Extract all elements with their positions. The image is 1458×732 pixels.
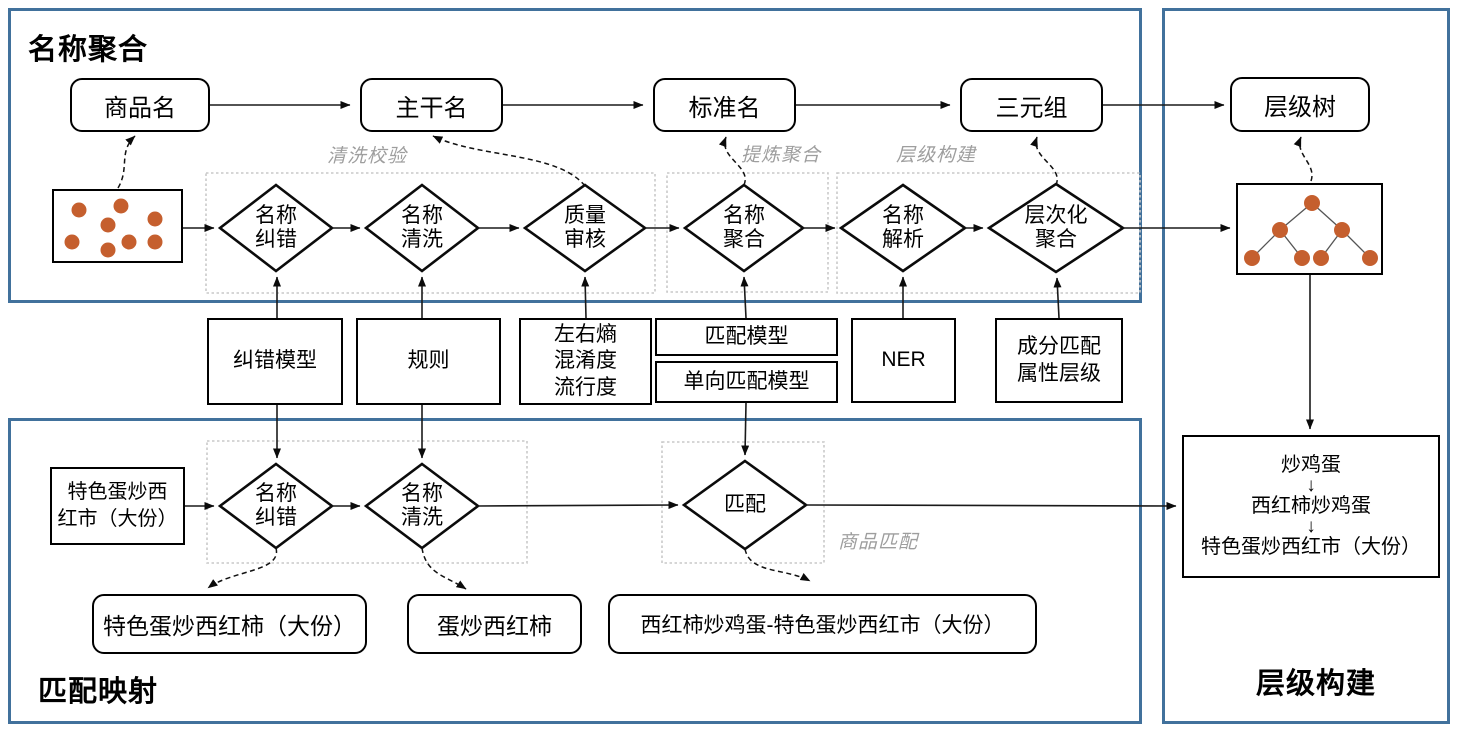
- diamond-name-clean-2-label: 名称 清洗: [401, 481, 443, 529]
- box-entropy-metrics: 左右熵 混淆度 流行度: [519, 318, 652, 405]
- diamond-hierarchical-aggregate: [986, 182, 1126, 274]
- box-rules: 规则: [356, 318, 501, 405]
- tree-graphic: [1244, 195, 1378, 266]
- dashed-arrows: [117, 135, 1313, 590]
- box-correction-model: 纠错模型: [207, 318, 343, 405]
- box-component-match: 成分匹配 属性层级: [995, 318, 1123, 403]
- diamond-quality-review-label: 质量 审核: [564, 203, 606, 251]
- group-outlines: [205, 172, 1141, 564]
- diamond-name-correct-2-label: 名称 纠错: [255, 481, 297, 529]
- title-name-aggregation: 名称聚合: [28, 34, 149, 66]
- node-output-matched: 西红柿炒鸡蛋-特色蛋炒西红市（大份）: [608, 594, 1037, 654]
- node-standard-name: 标准名: [653, 78, 796, 132]
- diamond-name-correct: [217, 183, 335, 273]
- title-hierarchy-build: 层级构建: [1256, 668, 1377, 700]
- box-ner: NER: [851, 318, 956, 403]
- node-triple: 三元组: [960, 78, 1103, 132]
- hierarchy-level-2: 西红柿炒鸡蛋: [1251, 495, 1371, 517]
- diamond-name-parse-label: 名称 解析: [882, 203, 924, 251]
- box-raw-names: [52, 189, 183, 263]
- diamond-name-aggregate-label: 名称 聚合: [723, 203, 765, 251]
- diamond-name-correct-label: 名称 纠错: [255, 203, 297, 251]
- node-input-name: 特色蛋炒西 红市（大份）: [50, 467, 185, 545]
- label-clean-verify: 清洗校验: [327, 146, 408, 167]
- diamond-match-label: 匹配: [724, 492, 766, 516]
- diamond-shapes: [217, 182, 1126, 551]
- node-product-name: 商品名: [70, 78, 210, 132]
- diamond-name-aggregate: [682, 183, 806, 273]
- node-hierarchy-tree: 层级树: [1230, 77, 1370, 132]
- label-hierarchy-build-group: 层级构建: [896, 145, 977, 166]
- solid-arrows: [183, 101, 1314, 510]
- hierarchy-level-1: 炒鸡蛋: [1281, 453, 1341, 476]
- down-arrow-icon: ↓: [1306, 474, 1316, 496]
- down-arrow-icon: ↓: [1306, 516, 1316, 537]
- node-output-corrected: 特色蛋炒西红柿（大份）: [92, 594, 367, 654]
- node-trunk-name: 主干名: [360, 78, 503, 132]
- panel-hierarchy-build: [1162, 8, 1450, 724]
- dots-cluster-image: [64, 198, 163, 258]
- diamond-quality-review: [522, 183, 648, 273]
- panel-name-aggregation: [8, 8, 1142, 303]
- hierarchy-level-3: 特色蛋炒西红市（大份）: [1201, 536, 1421, 559]
- box-hierarchy-result: 炒鸡蛋 ↓ 西红柿炒鸡蛋 ↓ 特色蛋炒西红市（大份）: [1182, 435, 1440, 578]
- box-tree-image: [1236, 183, 1383, 275]
- box-match-model: 匹配模型: [655, 318, 838, 356]
- diamond-name-clean-label: 名称 清洗: [401, 203, 443, 251]
- box-oneway-match-model: 单向匹配模型: [655, 361, 838, 403]
- diamond-name-parse: [838, 183, 968, 273]
- label-refine-aggregate: 提炼聚合: [741, 145, 822, 166]
- panel-match-mapping: [8, 418, 1142, 724]
- diamond-hierarchical-aggregate-label: 层次化 聚合: [1024, 203, 1088, 251]
- label-product-match: 商品匹配: [838, 532, 919, 553]
- node-output-cleaned: 蛋炒西红柿: [407, 594, 582, 654]
- title-match-mapping: 匹配映射: [38, 676, 159, 708]
- diamond-name-clean: [363, 183, 481, 273]
